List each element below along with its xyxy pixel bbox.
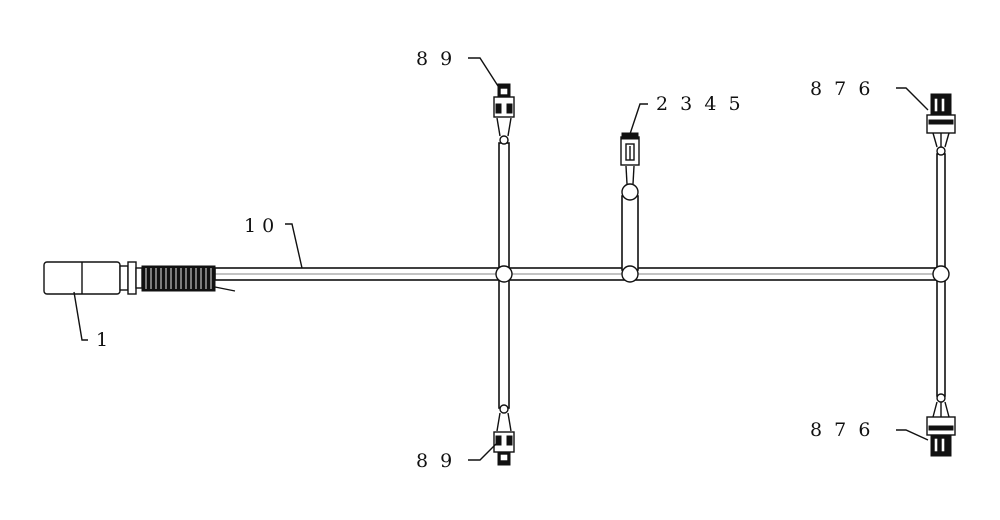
main-trunk (214, 267, 944, 281)
middle-connector (620, 132, 640, 185)
main-connector (43, 261, 143, 295)
callout-middle-connector: 2 3 4 5 (656, 93, 741, 115)
middle-branch (621, 183, 639, 283)
right-branch (932, 146, 950, 403)
callout-connector-main: 1 (96, 329, 108, 351)
leader-lines (73, 57, 929, 461)
braided-sleeve (141, 265, 236, 292)
left-branch (495, 135, 513, 414)
callout-sleeve: 1 0 (244, 215, 274, 237)
top-right-connector (926, 93, 956, 148)
bottom-right-connector (926, 401, 956, 457)
callout-top-right-connector: 8 7 6 (810, 78, 870, 100)
callout-labels: 1 1 0 8 9 8 9 2 3 4 5 8 7 6 8 7 6 (96, 48, 870, 472)
top-left-connector (493, 83, 515, 137)
callout-bottom-right-connector: 8 7 6 (810, 419, 870, 441)
callout-top-left-connector: 8 9 (416, 48, 452, 70)
bottom-left-connector (493, 412, 515, 466)
callout-bottom-left-connector: 8 9 (416, 450, 452, 472)
